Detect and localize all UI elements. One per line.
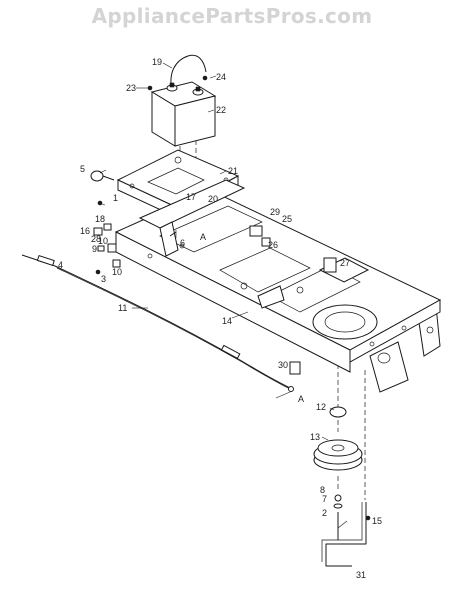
- callout-25: 25: [282, 214, 292, 224]
- callout-4: 4: [58, 260, 63, 270]
- idler-pulley-assembly: [313, 406, 371, 567]
- callout-23: 23: [126, 83, 136, 93]
- callout-27: 27: [340, 258, 350, 268]
- callout-18: 18: [95, 214, 105, 224]
- callout-11: 11: [118, 303, 127, 313]
- battery-bolt-23: [147, 85, 153, 91]
- callout-17: 17: [186, 192, 196, 202]
- callout-15: 15: [372, 516, 382, 526]
- callout-24: 24: [216, 72, 226, 82]
- callout-29: 29: [270, 207, 280, 217]
- callout-7: 7: [322, 494, 327, 504]
- callout-9: 9: [92, 244, 97, 254]
- callout-6: 6: [180, 238, 185, 248]
- callout-22: 22: [216, 105, 226, 115]
- callout-26: 26: [268, 240, 278, 250]
- main-frame: [114, 179, 442, 393]
- site-watermark: AppliancePartsPros.com: [91, 4, 373, 28]
- callout-8: 8: [320, 485, 325, 495]
- callout-31: 31: [356, 570, 366, 580]
- callout-3: 3: [101, 274, 106, 284]
- callout-12: 12: [316, 402, 326, 412]
- callout-1: 1: [113, 193, 118, 203]
- callout-30: 30: [278, 360, 288, 370]
- callout-10a: 10: [98, 236, 108, 246]
- callout-28: 28: [91, 234, 101, 244]
- callout-13: 13: [310, 432, 320, 442]
- callout-10b: 10: [112, 267, 122, 277]
- callout-20: 20: [208, 194, 218, 204]
- control-cable: [21, 254, 294, 392]
- callout-5: 5: [80, 164, 85, 174]
- callout-A-upper: A: [200, 232, 206, 242]
- callout-21: 21: [228, 166, 238, 176]
- battery-nut-24: [202, 75, 208, 81]
- battery-cable: [170, 54, 207, 91]
- leader-lines: [98, 62, 348, 529]
- callout-labels: 1 2 3 4 5 6 7 8 9 10 10 11 12 13 14 15 1…: [58, 57, 382, 580]
- callout-19: 19: [152, 57, 162, 67]
- callout-16: 16: [80, 226, 90, 236]
- callout-2: 2: [322, 508, 327, 518]
- callout-A-lower: A: [298, 394, 304, 404]
- battery: [150, 81, 217, 147]
- callout-14: 14: [222, 316, 232, 326]
